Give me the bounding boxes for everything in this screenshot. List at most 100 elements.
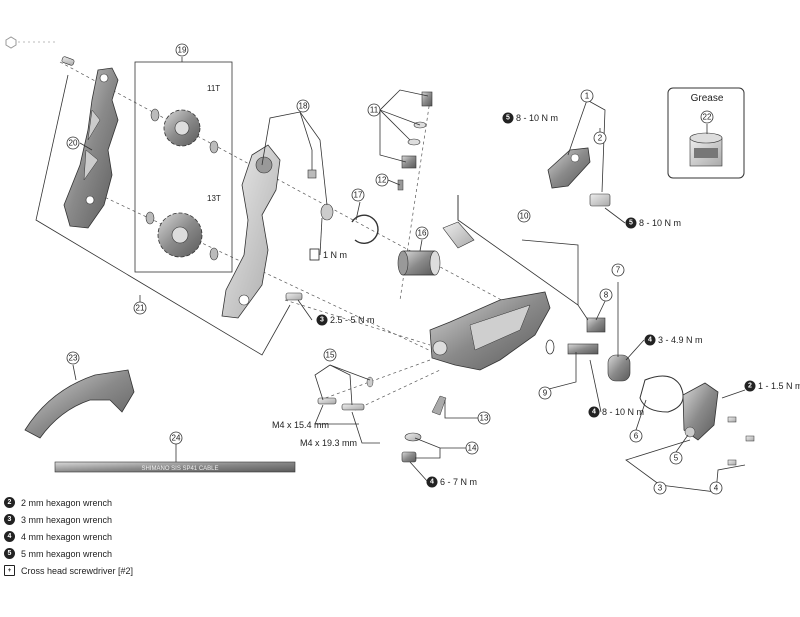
cable-print: SHIMANO SIS SP41 CABLE (141, 466, 218, 472)
svg-text:5: 5 (629, 220, 633, 227)
callout-20: 20 (66, 136, 80, 150)
svg-text:2: 2 (748, 383, 752, 390)
part-24-cable: SHIMANO SIS SP41 CABLE (54, 461, 296, 473)
grease-title: Grease (690, 93, 724, 104)
svg-text:1: 1 (585, 92, 590, 101)
svg-text:16: 16 (418, 229, 427, 238)
callout-23: 23 (66, 351, 80, 365)
callout-2: 2 (593, 131, 607, 145)
callout-15: 15 (323, 348, 337, 362)
svg-text:19: 19 (178, 46, 187, 55)
screwdriver-icon: + (4, 565, 15, 576)
callout-7: 7 (611, 263, 625, 277)
svg-text:2.5 - 5 N m: 2.5 - 5 N m (330, 315, 375, 325)
legend-label: 3 mm hexagon wrench (21, 514, 113, 525)
callout-19: 19 (175, 43, 189, 57)
svg-text:15: 15 (326, 351, 335, 360)
part-18-inner-plate (221, 144, 281, 319)
callout-14: 14 (465, 441, 479, 455)
svg-text:8 - 10 N m: 8 - 10 N m (602, 407, 644, 417)
svg-text:14: 14 (468, 444, 477, 453)
corner-mark (5, 36, 55, 49)
screw-label-short: M4 x 15.4 mm (272, 420, 329, 430)
torque-callout-part-1: 5 8 - 10 N m (502, 112, 558, 124)
torque-callout-part-14: 4 6 - 7 N m (426, 476, 477, 488)
callout-11: 11 (367, 103, 381, 117)
svg-text:17: 17 (354, 191, 363, 200)
svg-text:22: 22 (703, 113, 712, 122)
part-20-outer-plate (63, 67, 119, 229)
hex-wrench-2-icon: 2 (4, 497, 15, 508)
callout-17: 17 (351, 188, 365, 202)
callout-22: 22 (700, 110, 714, 124)
part-7-plate-axle (607, 354, 631, 382)
svg-text:10: 10 (520, 212, 529, 221)
hex-wrench-3-icon: 3 (4, 514, 15, 525)
svg-text:3: 3 (658, 484, 663, 493)
svg-text:11: 11 (370, 106, 379, 115)
callout-21: 21 (133, 301, 147, 315)
part-15-screw-short (317, 397, 337, 405)
pulley-label-13t: 13T (207, 194, 221, 203)
svg-text:1 N m: 1 N m (323, 250, 347, 260)
svg-text:4: 4 (648, 337, 652, 344)
svg-text:21: 21 (136, 304, 145, 313)
callout-16: 16 (415, 226, 429, 240)
torque-callout-part-4: 2 1 - 1.5 N m (744, 380, 800, 392)
callout-12: 12 (375, 173, 389, 187)
svg-text:7: 7 (616, 266, 621, 275)
part-23-guard (24, 369, 135, 439)
part-18-washer (320, 203, 334, 221)
svg-text:1 - 1.5 N m: 1 - 1.5 N m (758, 381, 800, 391)
part-12-pin (397, 179, 404, 191)
svg-text:24: 24 (172, 434, 181, 443)
part-10-main-body (429, 291, 551, 371)
svg-text:6 - 7 N m: 6 - 7 N m (440, 477, 477, 487)
torque-callout-pin: 1 N m (309, 248, 347, 261)
legend-item-screwdriver: + Cross head screwdriver [#2] (4, 562, 244, 579)
part-4-screws (727, 416, 755, 466)
legend-label: Cross head screwdriver [#2] (21, 565, 134, 576)
callout-13: 13 (477, 411, 491, 425)
part-8-adjuster (586, 317, 606, 333)
pulley-group-frame (134, 61, 233, 273)
svg-text:12: 12 (378, 176, 387, 185)
part-2-bracket-bolt (589, 193, 611, 207)
legend-item-5mm: 5 5 mm hexagon wrench (4, 545, 244, 562)
legend-label: 4 mm hexagon wrench (21, 531, 113, 542)
legend-item-3mm: 3 3 mm hexagon wrench (4, 511, 244, 528)
part-14-bolt (401, 451, 417, 463)
svg-text:3 - 4.9 N m: 3 - 4.9 N m (658, 335, 703, 345)
part-4-housing (682, 382, 719, 441)
callout-8: 8 (599, 288, 613, 302)
part-18-bolt (285, 292, 303, 301)
svg-text:6: 6 (634, 432, 639, 441)
part-22-grease-tub (689, 132, 723, 167)
pulley-label-11t: 11T (207, 84, 220, 93)
svg-text:8 - 10 N m: 8 - 10 N m (639, 218, 681, 228)
part-17-circlip (351, 214, 379, 244)
part-15-washer (366, 376, 374, 388)
hex-wrench-4-icon: 4 (4, 531, 15, 542)
part-13-pin (431, 395, 447, 416)
svg-text:3: 3 (320, 317, 324, 324)
svg-text:4: 4 (430, 479, 434, 486)
torque-callout-part-7: 4 3 - 4.9 N m (644, 334, 703, 346)
part-19-guide-pulley (150, 108, 219, 154)
part-19-tension-pulley (145, 211, 219, 261)
svg-text:18: 18 (299, 102, 308, 111)
screw-label-long: M4 x 19.3 mm (300, 438, 357, 448)
callout-leaders (35, 57, 746, 493)
svg-text:20: 20 (69, 139, 78, 148)
callout-18: 18 (296, 99, 310, 113)
torque-callout-part-2: 5 8 - 10 N m (625, 217, 681, 229)
svg-text:9: 9 (543, 389, 548, 398)
svg-text:5: 5 (506, 115, 510, 122)
part-1-bracket (547, 147, 591, 189)
torque-callout-part-9: 4 8 - 10 N m (588, 406, 644, 418)
svg-text:8 - 10 N m: 8 - 10 N m (516, 113, 558, 123)
svg-text:5: 5 (674, 454, 679, 463)
legend-label: 2 mm hexagon wrench (21, 497, 113, 508)
part-6-seal (639, 375, 684, 413)
part-9-axle (545, 339, 599, 355)
